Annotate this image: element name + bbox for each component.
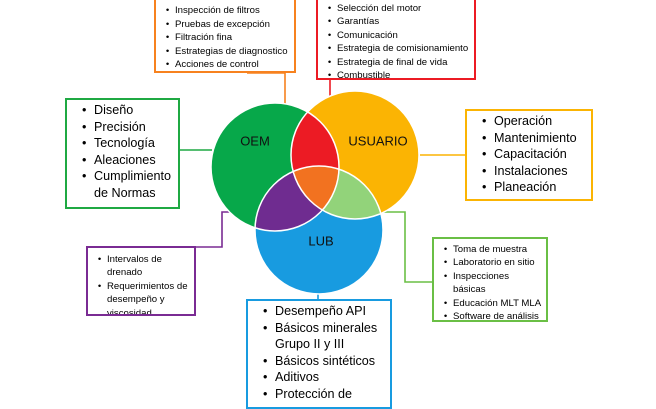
list-item: Software de análisis de aceite bbox=[444, 310, 542, 320]
box-usuario-lub: Toma de muestraLaboratorio en sitioInspe… bbox=[432, 237, 548, 322]
intersection-usuario-lub bbox=[291, 166, 383, 219]
list-item: Estrategia de final de vida bbox=[328, 56, 470, 70]
list-item: Comunicación bbox=[328, 29, 470, 43]
list-item: Combustible bbox=[328, 69, 470, 78]
list-item: Intervalos de drenado bbox=[98, 253, 190, 280]
list-item: Operación bbox=[482, 113, 587, 130]
box-oem: DiseñoPrecisiónTecnologíaAleacionesCumpl… bbox=[65, 98, 180, 209]
list-item: Diseño bbox=[82, 102, 174, 119]
list-item: Garantías bbox=[328, 15, 470, 29]
list-item: Selección del motor bbox=[328, 2, 470, 16]
list-left: DiseñoPrecisiónTecnologíaAleacionesCumpl… bbox=[71, 102, 174, 202]
list-item: Instalaciones bbox=[482, 163, 587, 180]
list-item: Desempeño API bbox=[263, 303, 386, 320]
list-item: Mantenimiento bbox=[482, 130, 587, 147]
list-item: Básicos minerales Grupo II y III bbox=[263, 320, 386, 353]
list-bottom-right: Toma de muestraLaboratorio en sitioInspe… bbox=[438, 243, 542, 320]
list-item: Análisis de aceite bbox=[166, 0, 290, 5]
list-item: Estrategia de comisionamiento bbox=[328, 42, 470, 56]
list-top-left: Análisis de aceiteInspección de filtrosP… bbox=[160, 0, 290, 71]
list-item: Laboratorio en sitio bbox=[444, 256, 542, 270]
list-item: Pruebas de excepción bbox=[166, 18, 290, 32]
list-item: Inspecciones básicas bbox=[444, 270, 542, 297]
box-usuario: OperaciónMantenimientoCapacitaciónInstal… bbox=[465, 109, 593, 201]
list-item: Capacitación bbox=[482, 146, 587, 163]
list-item: Aditivos bbox=[263, 369, 386, 386]
list-item: Aleaciones bbox=[82, 152, 174, 169]
label-usuario: USUARIO bbox=[348, 133, 408, 149]
list-top-right: Selección del motorGarantíasComunicación… bbox=[322, 2, 470, 78]
list-item: Acciones de control bbox=[166, 58, 290, 71]
list-item: Precisión bbox=[82, 119, 174, 136]
connector-bottom-right bbox=[380, 211, 432, 283]
list-item: Tecnología bbox=[82, 135, 174, 152]
list-item: Educación MLT MLA bbox=[444, 297, 542, 311]
list-item: Requerimientos de desempeño y viscosidad bbox=[98, 280, 190, 314]
list-item: Básicos sintéticos bbox=[263, 353, 386, 370]
list-item: Estrategias de diagnostico bbox=[166, 45, 290, 59]
box-oem-usuario-motor: Selección del motorGarantíasComunicación… bbox=[316, 0, 476, 80]
list-right: OperaciónMantenimientoCapacitaciónInstal… bbox=[471, 113, 587, 196]
list-item: Protección de bbox=[263, 386, 386, 403]
list-item: Toma de muestra bbox=[444, 243, 542, 257]
box-lub: Desempeño APIBásicos minerales Grupo II … bbox=[246, 299, 392, 409]
list-item: Planeación bbox=[482, 179, 587, 196]
list-bottom-left: Intervalos de drenadoRequerimientos de d… bbox=[92, 253, 190, 314]
list-item: Filtración fina bbox=[166, 31, 290, 45]
list-item: Inspección de filtros bbox=[166, 4, 290, 18]
label-oem: OEM bbox=[240, 133, 270, 149]
venn-diagram bbox=[180, 72, 465, 302]
box-oem-lub: Intervalos de drenadoRequerimientos de d… bbox=[86, 246, 196, 316]
list-item: Cumplimiento de Normas bbox=[82, 168, 174, 201]
box-oem-lub-diagnostics: Análisis de aceiteInspección de filtrosP… bbox=[154, 0, 296, 73]
list-bottom-center: Desempeño APIBásicos minerales Grupo II … bbox=[252, 303, 386, 403]
label-lub: LUB bbox=[308, 233, 334, 249]
